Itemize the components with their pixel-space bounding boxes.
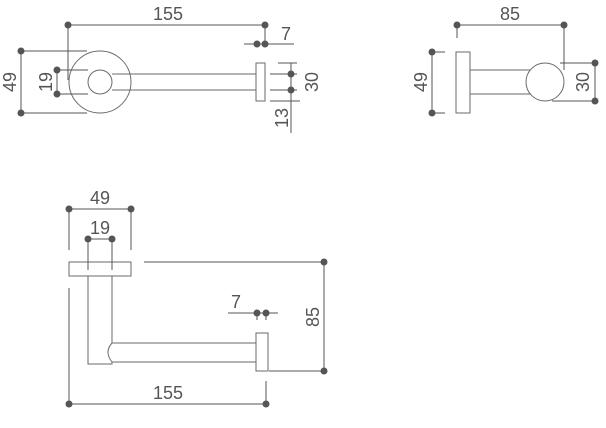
- dim-depth-front: 85: [303, 307, 323, 327]
- dim-rosette-side: 49: [411, 72, 431, 92]
- dim-post-front: 19: [90, 218, 110, 238]
- end-plate-side-outline: [525, 62, 565, 102]
- bar-side-outline: [470, 69, 530, 95]
- dim-offset: 13: [272, 108, 292, 128]
- dim-end-plate-side: 30: [573, 72, 593, 92]
- dim-post: 19: [36, 72, 56, 92]
- front-view: 49 19 7 85 155: [65, 188, 328, 408]
- dim-rosette-front: 49: [90, 188, 110, 208]
- end-plate-outline: [255, 62, 266, 102]
- rosette-front-outline: [68, 261, 132, 277]
- dim-depth: 85: [500, 4, 520, 24]
- post-front-outline: [87, 276, 113, 365]
- bar-front-outline: [112, 342, 256, 363]
- side-view: 85 49 30: [411, 4, 599, 117]
- bar-outline: [112, 73, 256, 91]
- post-outline: [87, 69, 113, 95]
- dim-plate-thickness: 7: [281, 24, 291, 44]
- dim-end-plate: 30: [302, 72, 322, 92]
- dim-plate-front: 7: [231, 292, 241, 312]
- dim-length-front: 155: [153, 383, 183, 403]
- end-plate-front-outline: [255, 332, 269, 372]
- dim-rosette: 49: [0, 72, 20, 92]
- rosette-outline: [68, 50, 132, 114]
- dim-length: 155: [153, 4, 183, 24]
- top-view: 155 7 49 19 30 13: [0, 4, 322, 133]
- rosette-side-outline: [455, 51, 471, 114]
